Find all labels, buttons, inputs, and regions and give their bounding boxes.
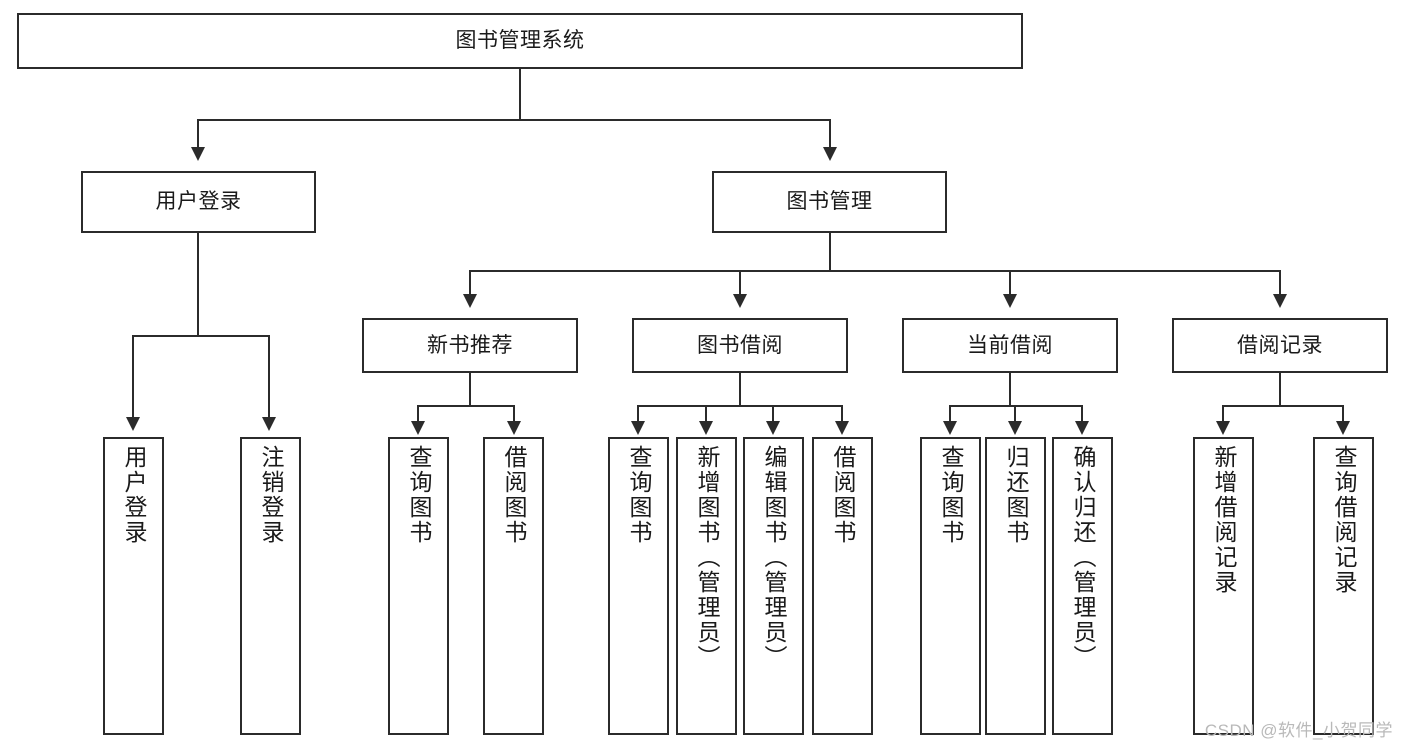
leaf-borrowrecord-add-record[interactable]: 新增借阅记录 (1193, 437, 1254, 735)
connector-borrowrecord-stem (1279, 373, 1281, 407)
arrow-to-leaf-bookborrow-edit (766, 421, 780, 435)
node-label: 编辑图书（管理员） (761, 445, 787, 670)
arrow-to-leaf-recommend-borrow (507, 421, 521, 435)
node-user-login[interactable]: 用户登录 (81, 171, 316, 233)
arrow-to-new-book-recommend (463, 294, 477, 308)
arrow-to-leaf-currentborrow-return (1008, 421, 1022, 435)
connector-user-login-stem (197, 233, 199, 336)
node-label: 图书借阅 (697, 333, 783, 357)
node-label: 借阅图书 (830, 445, 856, 545)
leaf-bookborrow-query-book[interactable]: 查询图书 (608, 437, 669, 735)
node-label: 借阅图书 (501, 445, 527, 545)
leaf-currentborrow-confirm-return-admin[interactable]: 确认归还（管理员） (1052, 437, 1113, 735)
node-label: 新书推荐 (427, 333, 513, 357)
node-label: 确认归还（管理员） (1070, 445, 1096, 670)
node-label: 新增借阅记录 (1211, 445, 1237, 595)
connector-level3-drop-4 (1279, 270, 1281, 296)
arrow-to-leaf-borrowrecord-add (1216, 421, 1230, 435)
node-label: 查询图书 (938, 445, 964, 545)
connector-currentborrow-drop-3 (1081, 405, 1083, 423)
connector-book-manage-stem (829, 233, 831, 271)
connector-recommend-stem (469, 373, 471, 407)
connector-level3-bus (469, 270, 1281, 272)
watermark-text: CSDN @软件_小贺同学 (1204, 721, 1393, 740)
node-label: 新增图书（管理员） (694, 445, 720, 670)
node-label: 注销登录 (258, 445, 284, 545)
leaf-bookborrow-edit-book-admin[interactable]: 编辑图书（管理员） (743, 437, 804, 735)
connector-bookborrow-drop-2 (705, 405, 707, 423)
connector-bookborrow-drop-4 (841, 405, 843, 423)
leaf-user-login[interactable]: 用户登录 (103, 437, 164, 735)
arrow-to-leaf-currentborrow-confirm (1075, 421, 1089, 435)
arrow-to-current-borrow (1003, 294, 1017, 308)
connector-currentborrow-stem (1009, 373, 1011, 407)
connector-borrowrecord-drop-2 (1342, 405, 1344, 423)
node-borrow-record[interactable]: 借阅记录 (1172, 318, 1388, 373)
node-label: 图书管理系统 (455, 29, 585, 53)
leaf-bookborrow-add-book-admin[interactable]: 新增图书（管理员） (676, 437, 737, 735)
connector-recommend-drop-1 (417, 405, 419, 423)
connector-user-login-drop-2 (268, 335, 270, 419)
connector-recommend-drop-2 (513, 405, 515, 423)
connector-user-login-bus (132, 335, 270, 337)
connector-bookborrow-bus (637, 405, 843, 407)
leaf-currentborrow-query-book[interactable]: 查询图书 (920, 437, 981, 735)
connector-currentborrow-bus (949, 405, 1083, 407)
connector-root-bus (197, 119, 831, 121)
connector-bookborrow-drop-3 (772, 405, 774, 423)
connector-level3-drop-3 (1009, 270, 1011, 296)
node-book-management[interactable]: 图书管理 (712, 171, 947, 233)
connector-root-to-book-manage (829, 119, 831, 149)
connector-level3-drop-1 (469, 270, 471, 296)
connector-borrowrecord-bus (1222, 405, 1342, 407)
leaf-bookborrow-borrow-book[interactable]: 借阅图书 (812, 437, 873, 735)
connector-bookborrow-drop-1 (637, 405, 639, 423)
arrow-to-leaf-recommend-query (411, 421, 425, 435)
node-label: 查询图书 (406, 445, 432, 545)
node-label: 查询借阅记录 (1331, 445, 1357, 595)
node-label: 图书管理 (786, 190, 873, 214)
arrow-to-book-borrow (733, 294, 747, 308)
arrow-to-book-manage (823, 147, 837, 161)
arrow-to-leaf-user-login (126, 417, 140, 431)
node-label: 用户登录 (121, 445, 147, 545)
node-book-borrow[interactable]: 图书借阅 (632, 318, 848, 373)
node-label: 归还图书 (1003, 445, 1029, 545)
node-label: 当前借阅 (967, 333, 1053, 357)
arrow-to-user-login (191, 147, 205, 161)
connector-root-to-user-login (197, 119, 199, 149)
connector-level3-drop-2 (739, 270, 741, 296)
arrow-to-leaf-bookborrow-borrow (835, 421, 849, 435)
connector-currentborrow-drop-2 (1014, 405, 1016, 423)
connector-root-stem (519, 69, 521, 120)
connector-borrowrecord-drop-1 (1222, 405, 1224, 423)
connector-user-login-drop-1 (132, 335, 134, 419)
node-label: 查询图书 (626, 445, 652, 545)
node-root-system[interactable]: 图书管理系统 (17, 13, 1023, 69)
connector-recommend-bus (417, 405, 515, 407)
arrow-to-leaf-bookborrow-add (699, 421, 713, 435)
leaf-recommend-borrow-book[interactable]: 借阅图书 (483, 437, 544, 735)
node-new-book-recommend[interactable]: 新书推荐 (362, 318, 578, 373)
arrow-to-leaf-borrowrecord-query (1336, 421, 1350, 435)
node-current-borrow[interactable]: 当前借阅 (902, 318, 1118, 373)
arrow-to-leaf-logout (262, 417, 276, 431)
leaf-currentborrow-return-book[interactable]: 归还图书 (985, 437, 1046, 735)
node-label: 用户登录 (155, 190, 242, 214)
arrow-to-leaf-currentborrow-query (943, 421, 957, 435)
arrow-to-leaf-bookborrow-query (631, 421, 645, 435)
node-label: 借阅记录 (1237, 333, 1323, 357)
arrow-to-borrow-record (1273, 294, 1287, 308)
leaf-borrowrecord-query-record[interactable]: 查询借阅记录 (1313, 437, 1374, 735)
leaf-logout[interactable]: 注销登录 (240, 437, 301, 735)
connector-bookborrow-stem (739, 373, 741, 407)
leaf-recommend-query-book[interactable]: 查询图书 (388, 437, 449, 735)
connector-currentborrow-drop-1 (949, 405, 951, 423)
